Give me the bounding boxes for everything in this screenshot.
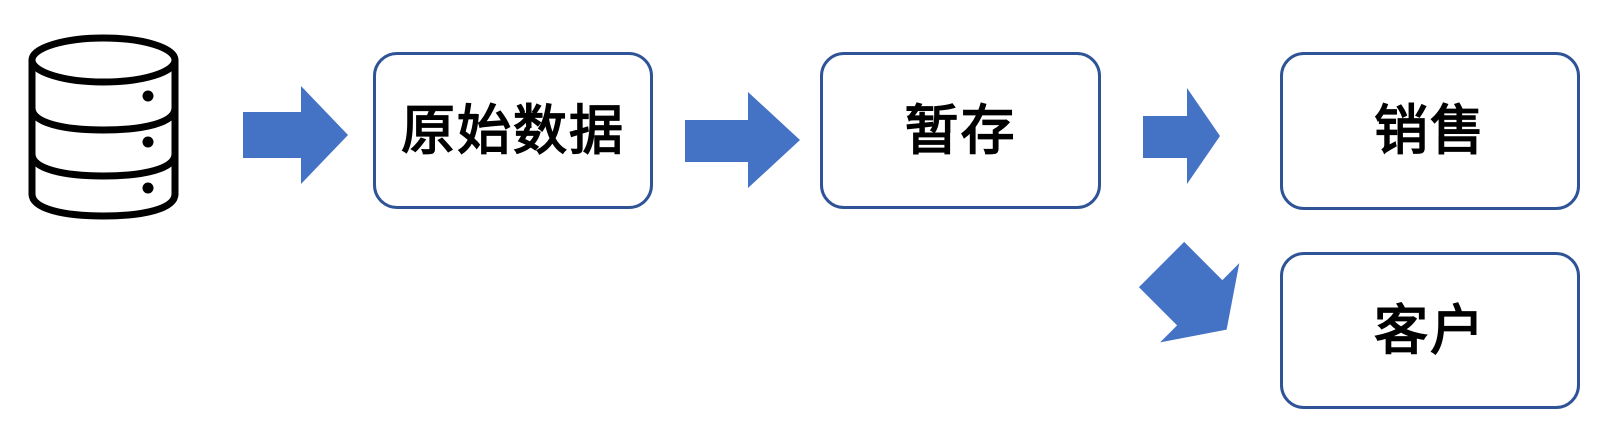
node-staging-label: 暂存 — [904, 98, 1017, 162]
database-cylinder-icon — [26, 34, 181, 220]
node-sales[interactable]: 销售 — [1280, 52, 1580, 210]
arrow-database-to-raw-data-icon — [243, 84, 348, 186]
arrow-raw-data-to-staging-icon — [680, 90, 800, 190]
arrow-staging-to-customer-icon — [1125, 230, 1250, 350]
node-raw-data[interactable]: 原始数据 — [373, 52, 653, 209]
node-staging[interactable]: 暂存 — [820, 52, 1101, 209]
node-customer[interactable]: 客户 — [1280, 252, 1580, 409]
node-sales-label: 销售 — [1374, 99, 1486, 162]
node-customer-label: 客户 — [1374, 298, 1486, 362]
arrow-staging-to-sales-icon — [1138, 86, 1220, 186]
node-raw-data-label: 原始数据 — [401, 98, 625, 162]
